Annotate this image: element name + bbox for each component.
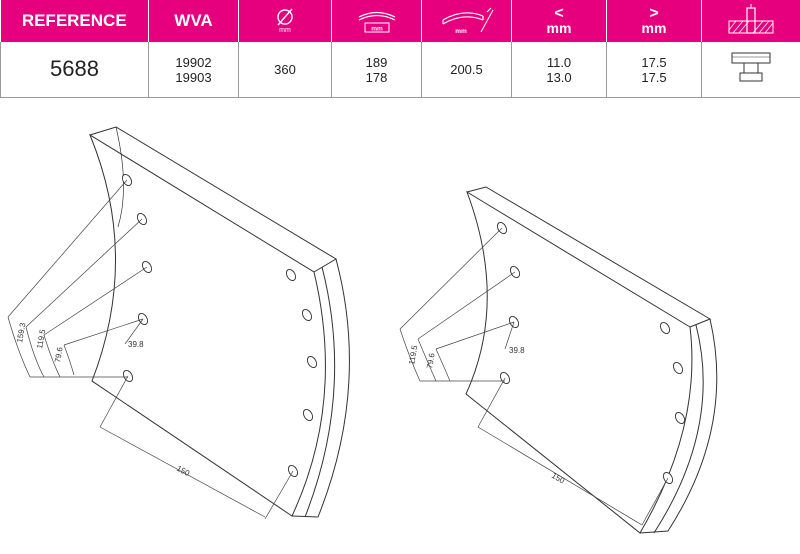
width-value-2: 178 — [365, 69, 388, 85]
left-lining-face — [88, 133, 326, 517]
right-dimension-lines — [399, 227, 669, 526]
diameter-unit: mm — [279, 27, 291, 34]
rivet-profile-icon — [731, 52, 771, 82]
max-unit: mm — [641, 19, 667, 36]
right-lining-top-edge — [466, 186, 712, 328]
rivet-section-icon — [728, 4, 774, 34]
min-unit: mm — [546, 19, 572, 36]
length-value: 200.5 — [450, 62, 483, 77]
lining-arc-length-icon: mm — [441, 7, 493, 35]
cell-length: 200.5 — [421, 42, 512, 98]
header-diameter: mm — [238, 0, 332, 42]
spec-table: REFERENCE WVA mm mm — [0, 0, 800, 98]
cell-rivet-profile — [701, 42, 800, 98]
rivet-hole — [306, 355, 318, 369]
rivet-hole — [302, 408, 314, 422]
wva-value-1: 19902 — [175, 54, 212, 70]
length-unit: mm — [455, 28, 467, 35]
reference-value: 5688 — [50, 55, 99, 81]
right-dim-label: 119.5 — [407, 344, 419, 365]
wva-value-2: 19903 — [175, 69, 212, 85]
header-min: < mm — [511, 0, 607, 42]
header-width: mm — [331, 0, 422, 42]
max-value-1: 17.5 — [641, 54, 667, 70]
table-row: 5688 19902 19903 360 189 178 200.5 11.0 … — [0, 42, 800, 98]
brake-lining-drawings: 159.3 119.5 79.6 39.8 150 119.5 79.6 39.… — [7, 126, 718, 534]
left-brake-lining — [88, 126, 350, 518]
table-header-row: REFERENCE WVA mm mm — [0, 0, 800, 42]
cell-wva: 19902 19903 — [148, 42, 239, 98]
cell-min: 11.0 13.0 — [511, 42, 607, 98]
left-dim-label: 79.6 — [53, 346, 65, 363]
min-symbol: < — [554, 4, 564, 22]
left-rivet-holes — [121, 173, 318, 478]
left-spacing-label: 150 — [175, 464, 191, 478]
rivet-hole — [672, 361, 684, 375]
max-value-2: 17.5 — [641, 69, 667, 85]
left-dim-label: 159.3 — [15, 322, 27, 344]
header-reference: REFERENCE — [0, 0, 149, 42]
left-dim-label: 39.8 — [128, 340, 144, 349]
min-value-1: 11.0 — [546, 54, 572, 70]
diameter-value: 360 — [274, 62, 296, 77]
header-max: > mm — [606, 0, 702, 42]
right-dim-label: 39.8 — [509, 346, 525, 355]
left-dim-label: 119.5 — [35, 328, 47, 349]
header-length: mm — [421, 0, 512, 42]
header-rivet — [701, 0, 800, 42]
min-value-2: 13.0 — [546, 69, 572, 85]
rivet-hole — [674, 411, 686, 425]
header-wva: WVA — [148, 0, 239, 42]
cell-width: 189 178 — [331, 42, 422, 98]
width-unit: mm — [371, 26, 383, 33]
cell-max: 17.5 17.5 — [606, 42, 702, 98]
right-brake-lining — [465, 186, 718, 534]
right-dim-label: 79.6 — [425, 352, 437, 369]
cell-reference: 5688 — [0, 42, 149, 98]
left-dimension-lines — [7, 179, 294, 520]
max-symbol: > — [649, 4, 659, 22]
right-lining-side-outer — [639, 318, 718, 534]
left-lining-side-outer — [291, 258, 350, 518]
right-lining-face — [465, 190, 693, 534]
right-lining-side-inner — [653, 324, 704, 534]
rivet-hole — [301, 308, 313, 322]
cell-diameter: 360 — [238, 42, 332, 98]
left-lining-side-inner — [304, 266, 336, 518]
right-spacing-label: 150 — [550, 471, 567, 486]
lining-width-icon: mm — [358, 11, 395, 33]
width-value-1: 189 — [365, 54, 388, 70]
rivet-hole — [659, 321, 671, 335]
left-lining-top-edge — [89, 126, 337, 273]
rivet-hole — [285, 268, 297, 282]
diameter-symbol-icon — [277, 8, 293, 26]
